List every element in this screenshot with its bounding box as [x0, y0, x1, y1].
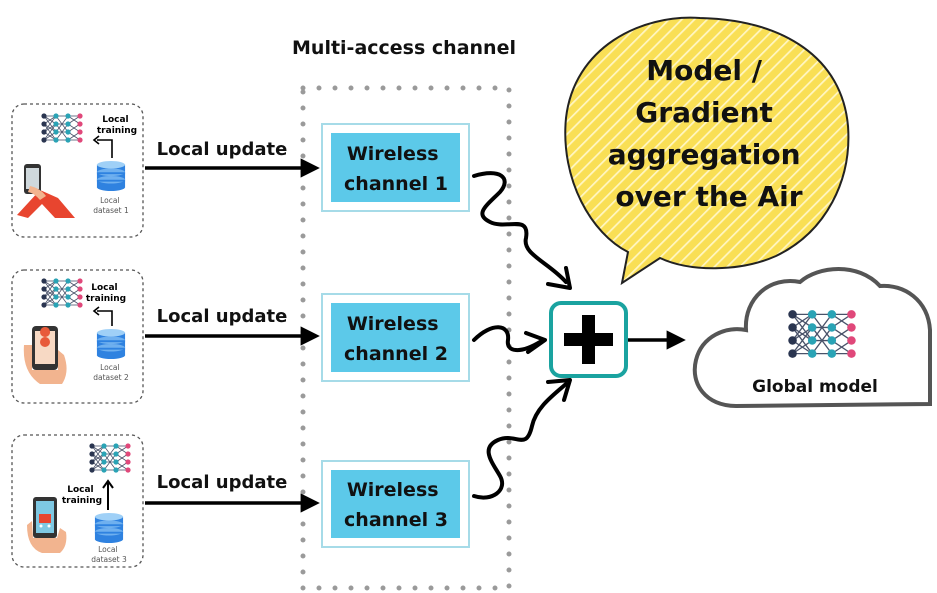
signal-arrow-2 — [472, 325, 542, 352]
dataset-label: Local dataset 2 — [93, 363, 129, 382]
update-label: Local update — [157, 139, 288, 160]
neural-network-icon — [88, 442, 132, 474]
wireless-signal-arrows — [472, 171, 572, 500]
channel-box — [331, 133, 460, 202]
multi-access-channel-region: Multi-access channel — [292, 37, 516, 591]
training-label: Local training — [86, 283, 126, 304]
channel-label: Wireless channel 3 — [344, 479, 448, 531]
map-phone-icon — [23, 326, 67, 384]
dataset-label: Local dataset 1 — [93, 196, 129, 215]
client-3: Local training Local dataset 3 Local upd… — [11, 434, 470, 568]
shopping-phone-icon — [27, 497, 67, 553]
channel-box — [331, 303, 460, 372]
channel-label: Wireless channel 2 — [344, 313, 448, 365]
client-card — [11, 269, 144, 404]
hand-phone-icon — [17, 164, 75, 218]
training-arrow-icon — [97, 310, 113, 326]
global-model-label: Global model — [752, 377, 878, 397]
database-icon — [96, 329, 126, 359]
aggregator-plus — [549, 301, 628, 378]
global-model-cloud: Global model — [692, 267, 932, 409]
database-icon — [94, 513, 124, 543]
update-label: Local update — [157, 306, 288, 327]
client-card — [11, 103, 144, 238]
channel-box — [331, 470, 460, 538]
training-arrow-icon — [97, 139, 113, 158]
client-1: Local training Local dataset 1 Local upd… — [11, 103, 470, 238]
neural-network-icon — [40, 112, 84, 144]
client-2: Local training Local dataset 2 Local upd… — [11, 269, 470, 404]
bubble-text: Model / Gradient aggregation over the Ai… — [608, 54, 811, 213]
channel-label: Wireless channel 1 — [344, 143, 448, 195]
signal-arrow-3 — [472, 382, 568, 500]
dataset-label: Local dataset 3 — [91, 545, 127, 564]
signal-arrow-1 — [472, 171, 568, 284]
training-label: Local training — [62, 485, 102, 506]
database-icon — [96, 161, 126, 191]
training-label: Local training — [97, 115, 137, 136]
neural-network-icon — [40, 277, 84, 309]
update-label: Local update — [157, 472, 288, 493]
mac-title: Multi-access channel — [292, 37, 516, 59]
ota-speech-bubble: Model / Gradient aggregation over the Ai… — [564, 16, 850, 286]
client-card — [11, 434, 144, 568]
